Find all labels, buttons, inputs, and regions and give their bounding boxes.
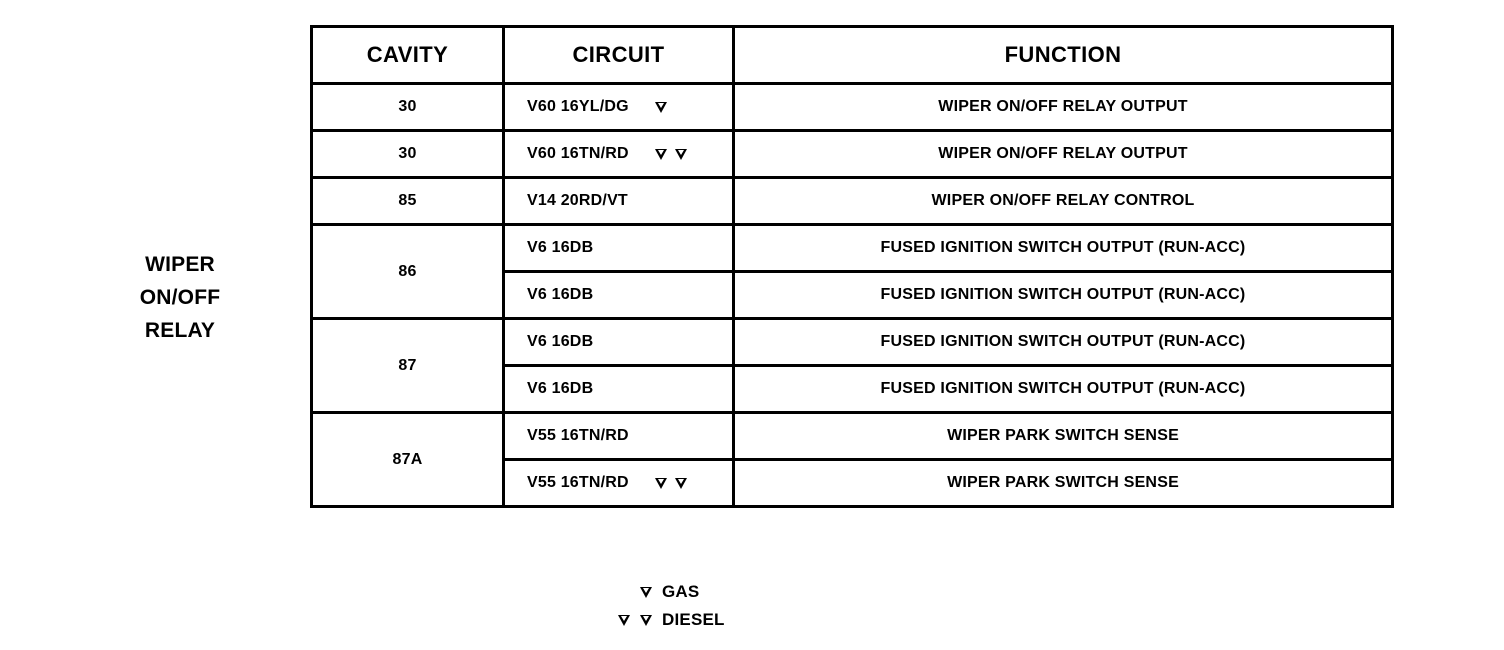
down-triangle-icon: [640, 586, 653, 598]
legend-marker-group: [600, 614, 662, 626]
pinout-table: CAVITY CIRCUIT FUNCTION 30 V60 16YL/DG WIP…: [310, 25, 1394, 508]
table-row: 87 V6 16DB FUSED IGNITION SWITCH OUTPUT (R…: [310, 317, 1394, 414]
function-cell: WIPER ON/OFF RELAY OUTPUT: [732, 82, 1394, 132]
circuit-cell: V55 16TN/RD: [502, 411, 735, 461]
legend-item: GAS: [600, 578, 725, 606]
down-triangle-icon: [640, 614, 653, 626]
fuel-type-marker-group: [654, 477, 688, 489]
table-row: 85 V14 20RD/VT WIPER ON/OFF RELAY CONTROL: [310, 176, 1394, 226]
table-row: 30 V60 16TN/RD WIPER ON/OFF RELAY OUTPUT: [310, 129, 1394, 179]
circuit-cell: V60 16TN/RD: [502, 129, 735, 179]
down-triangle-icon: [654, 101, 668, 113]
function-cell: FUSED IGNITION SWITCH OUTPUT (RUN-ACC): [732, 270, 1394, 320]
column-header-function: FUNCTION: [732, 25, 1394, 85]
component-label-line-3: RELAY: [144, 319, 216, 342]
cavity-cell: 30: [310, 82, 505, 132]
function-cell: WIPER PARK SWITCH SENSE: [732, 458, 1394, 508]
legend-marker-group: [600, 586, 662, 598]
circuit-cell: V60 16YL/DG: [502, 82, 735, 132]
circuit-code: V6 16DB: [527, 286, 594, 303]
table-row: 30 V60 16YL/DG WIPER ON/OFF RELAY OUTPUT: [310, 82, 1394, 132]
circuit-code: V55 16TN/RD: [527, 474, 629, 491]
circuit-code: V6 16DB: [527, 239, 594, 256]
table-row: V6 16DB FUSED IGNITION SWITCH OUTPUT (RUN…: [312, 364, 1394, 414]
circuit-cell: V14 20RD/VT: [502, 176, 735, 226]
down-triangle-icon: [674, 477, 688, 489]
circuit-code: V14 20RD/VT: [527, 192, 628, 209]
function-cell: FUSED IGNITION SWITCH OUTPUT (RUN-ACC): [732, 317, 1394, 367]
table-row: V55 16TN/RD WIPER PARK SWITCH SENSE: [312, 458, 1394, 508]
table-header: CAVITY CIRCUIT FUNCTION: [310, 25, 1394, 85]
circuit-code: V60 16YL/DG: [527, 98, 629, 115]
down-triangle-icon: [674, 148, 688, 160]
down-triangle-icon: [618, 614, 631, 626]
circuit-cell: V55 16TN/RD: [502, 458, 735, 508]
function-cell: WIPER ON/OFF RELAY OUTPUT: [732, 129, 1394, 179]
legend: GAS DIESEL: [600, 578, 725, 634]
legend-label: DIESEL: [662, 610, 725, 629]
circuit-code: V6 16DB: [527, 380, 594, 397]
table-row: 86 V6 16DB FUSED IGNITION SWITCH OUTPUT (R…: [310, 223, 1394, 320]
circuit-code: V60 16TN/RD: [527, 145, 629, 162]
circuit-cell: V6 16DB: [502, 223, 735, 273]
cavity-cell: 85: [310, 176, 505, 226]
circuit-cell: V6 16DB: [502, 364, 735, 414]
column-header-cavity: CAVITY: [310, 25, 505, 85]
legend-label: GAS: [662, 582, 700, 601]
cavity-cell: 87: [310, 317, 505, 414]
table-row: 87A V55 16TN/RD WIPER PARK SWITCH SENSE: [310, 411, 1394, 508]
cavity-cell: 30: [310, 129, 505, 179]
legend-item: DIESEL: [600, 606, 725, 634]
down-triangle-icon: [654, 148, 668, 160]
cavity-cell: 87A: [310, 411, 505, 508]
circuit-cell: V6 16DB: [502, 317, 735, 367]
circuit-cell: V6 16DB: [502, 270, 735, 320]
fuel-type-marker-group: [654, 148, 688, 160]
component-label-line-1: WIPER: [145, 253, 215, 276]
circuit-code: V6 16DB: [527, 333, 594, 350]
function-cell: FUSED IGNITION SWITCH OUTPUT (RUN-ACC): [732, 223, 1394, 273]
table-header-row: CAVITY CIRCUIT FUNCTION: [310, 25, 1394, 85]
column-header-circuit: CIRCUIT: [502, 25, 735, 85]
cavity-cell: 86: [310, 223, 505, 320]
table-row: V6 16DB FUSED IGNITION SWITCH OUTPUT (RUN…: [312, 270, 1394, 320]
component-label: WIPER ON/OFF RELAY: [60, 248, 300, 347]
circuit-code: V55 16TN/RD: [527, 427, 629, 444]
fuel-type-marker-group: [654, 101, 668, 113]
function-cell: WIPER ON/OFF RELAY CONTROL: [732, 176, 1394, 226]
function-cell: FUSED IGNITION SWITCH OUTPUT (RUN-ACC): [732, 364, 1394, 414]
component-label-line-2: ON/OFF: [139, 286, 221, 309]
down-triangle-icon: [654, 477, 668, 489]
function-cell: WIPER PARK SWITCH SENSE: [732, 411, 1394, 461]
